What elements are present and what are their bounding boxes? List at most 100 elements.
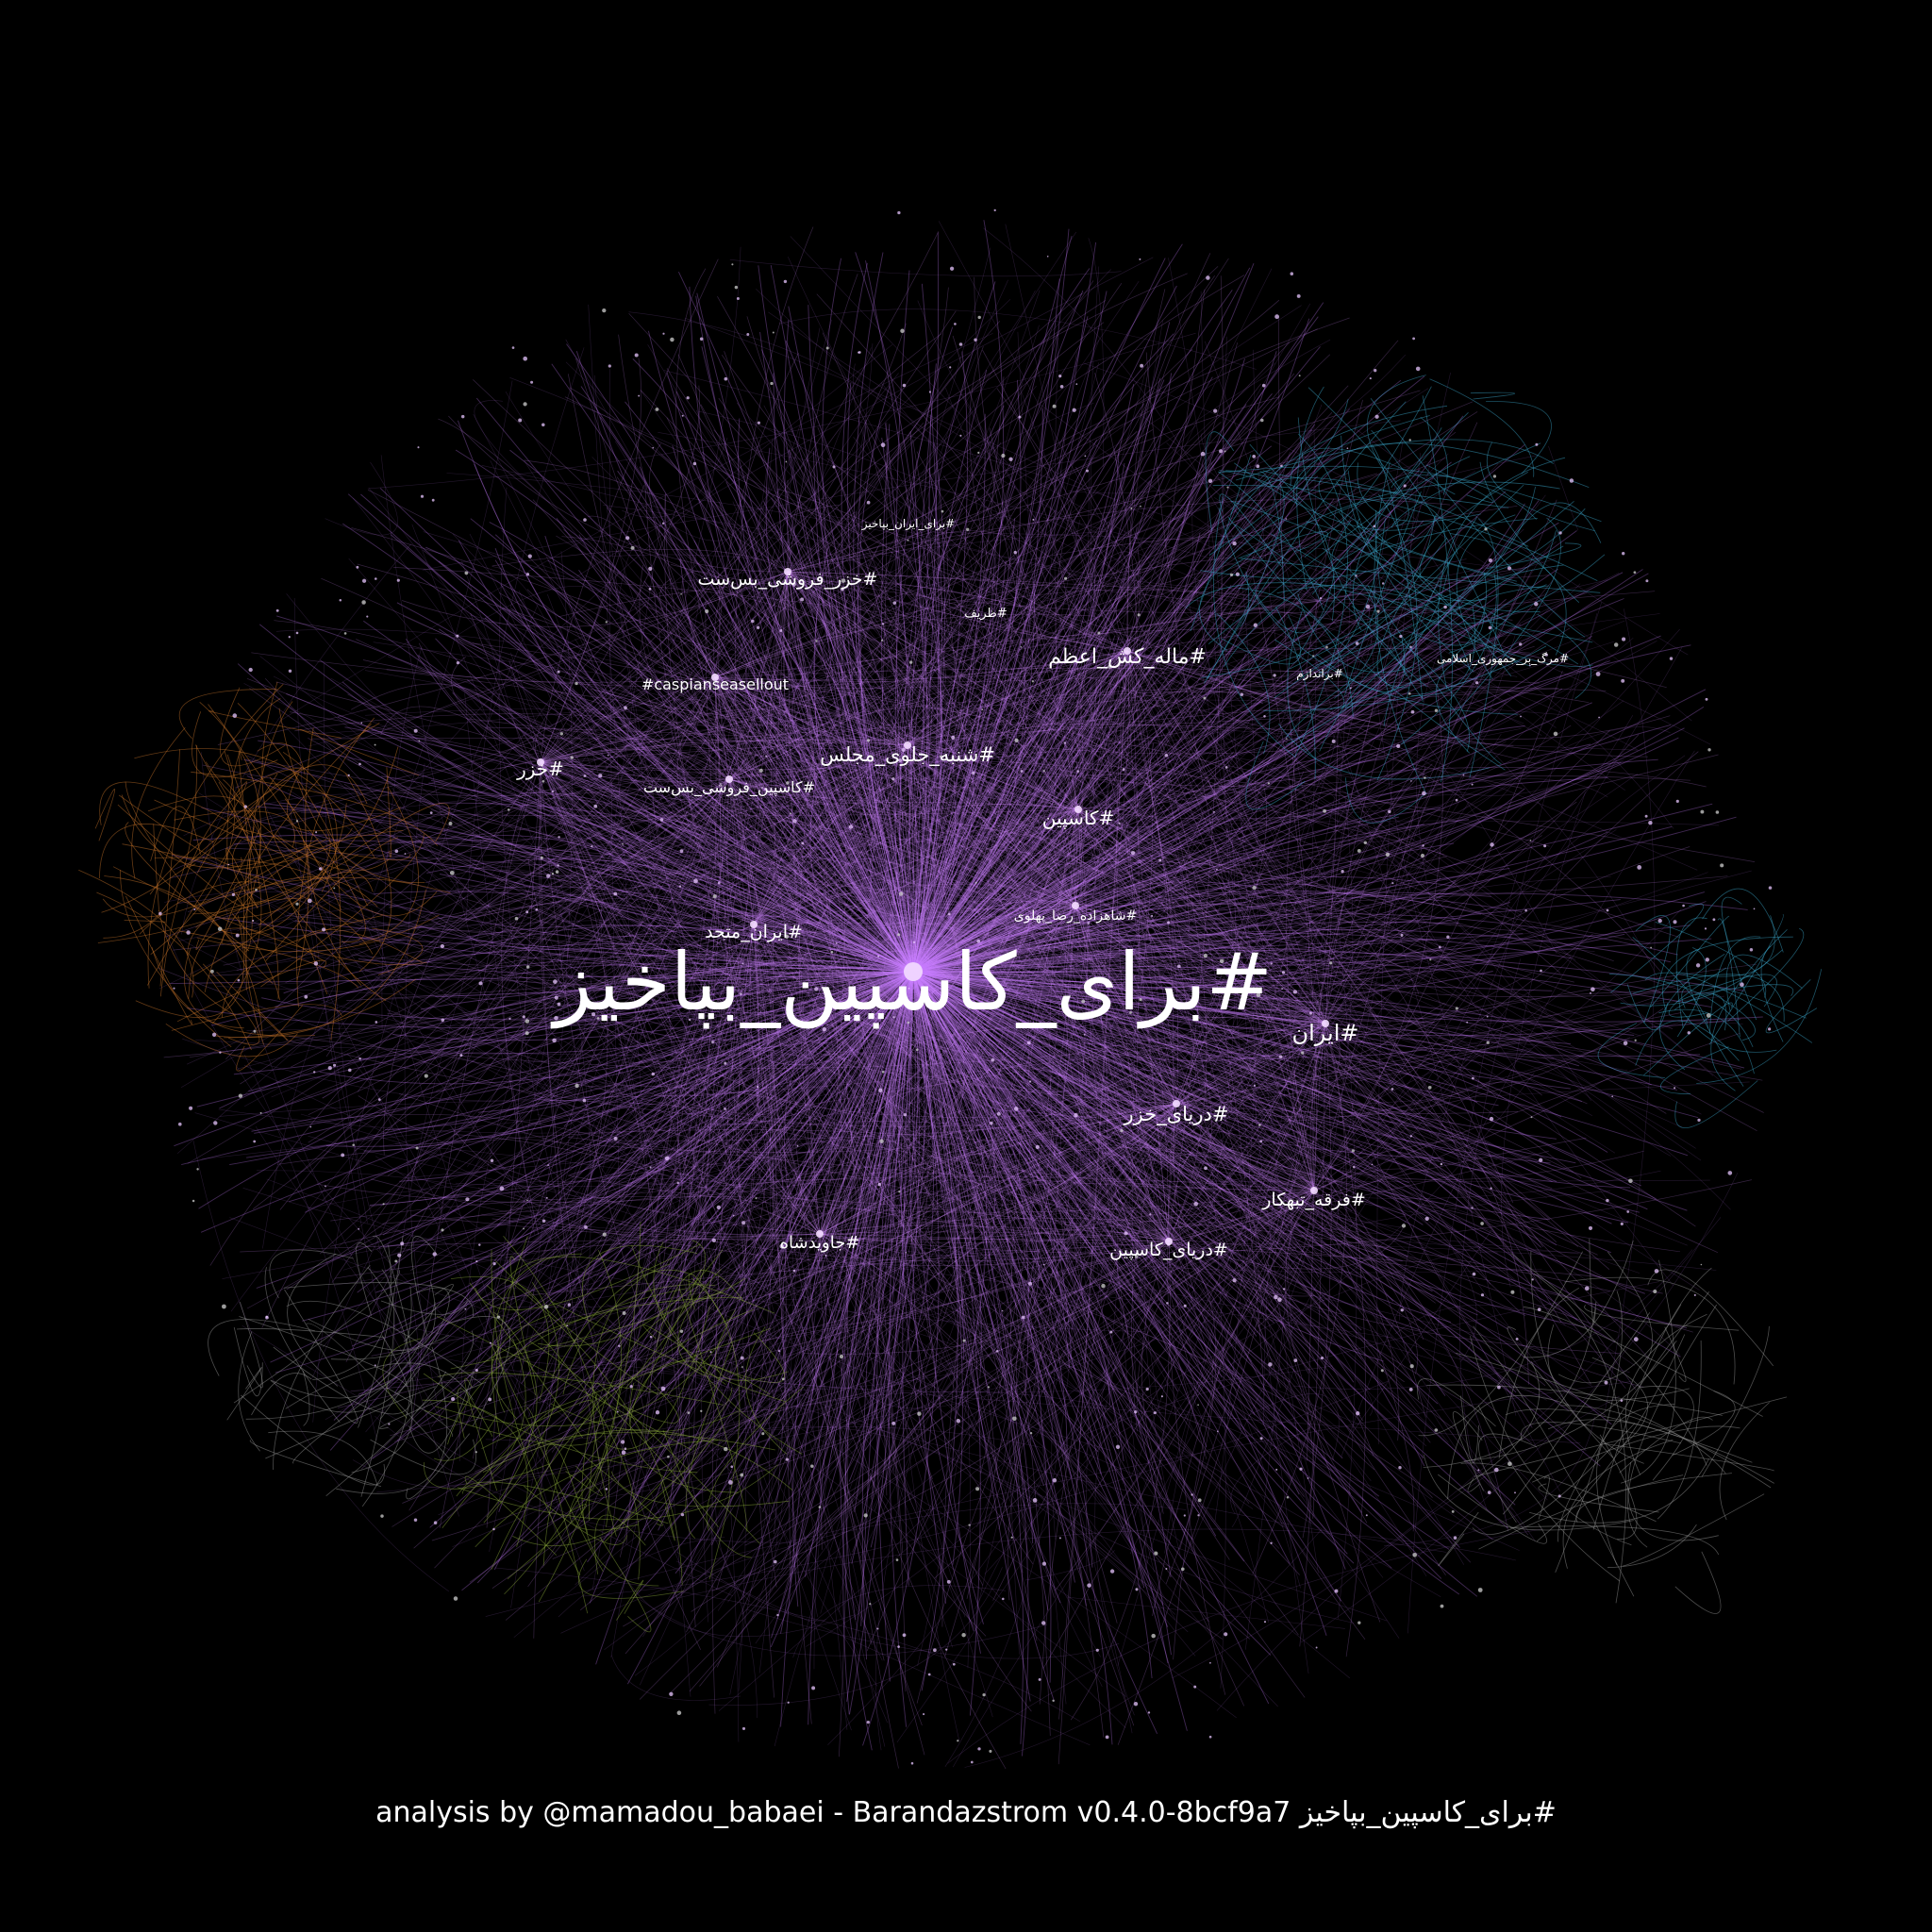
- graph-edge: [897, 971, 934, 1163]
- graph-node: [1058, 374, 1062, 378]
- graph-edge: [563, 971, 914, 1127]
- graph-edge: [308, 737, 1170, 1242]
- graph-edge: [461, 1481, 669, 1524]
- graph-edge: [224, 978, 416, 1039]
- graph-edge: [912, 971, 1153, 1679]
- graph-node: [1122, 768, 1125, 772]
- graph-edge: [912, 568, 1558, 973]
- graph-edge: [912, 971, 1424, 1225]
- graph-edge: [753, 411, 1478, 925]
- graph-edge: [746, 316, 1076, 907]
- graph-edge: [424, 568, 951, 958]
- graph-edge: [787, 390, 1421, 573]
- graph-node: [1633, 571, 1637, 575]
- graph-node: [1472, 1272, 1476, 1276]
- graph-edge: [1185, 582, 1488, 614]
- graph-edge: [912, 971, 958, 1691]
- graph-edge: [338, 280, 1140, 1247]
- graph-edge: [617, 1381, 679, 1424]
- graph-edge: [702, 573, 1620, 1137]
- graph-edge: [912, 745, 1398, 973]
- graph-node: [1477, 1588, 1483, 1592]
- graph-node: [946, 1579, 951, 1584]
- label-ferghe-tabahkar: #فرقه_تبهکار: [1261, 1190, 1366, 1210]
- graph-edge: [781, 590, 914, 973]
- graph-edge: [466, 744, 908, 1485]
- graph-edge: [627, 971, 914, 1685]
- graph-node: [1001, 1309, 1004, 1312]
- graph-edge: [658, 971, 914, 1394]
- graph-node: [440, 943, 445, 949]
- graph-edge: [912, 971, 1439, 1405]
- graph-edge: [788, 971, 914, 1485]
- graph-edge: [757, 744, 908, 1108]
- graph-edge: [912, 682, 1102, 973]
- graph-edge: [757, 971, 914, 1101]
- graph-edge: [714, 633, 1368, 681]
- graph-edge: [1245, 1030, 1370, 1089]
- graph-edge: [341, 681, 914, 973]
- graph-edge: [948, 709, 1239, 1459]
- graph-edge: [851, 971, 916, 1564]
- graph-node: [841, 578, 846, 583]
- graph-edge: [297, 650, 1128, 851]
- graph-edge: [491, 1314, 549, 1420]
- graph-edge: [797, 650, 1128, 1101]
- graph-edge: [598, 971, 914, 1278]
- graph-edge: [498, 487, 596, 1336]
- graph-edge: [787, 310, 957, 573]
- graph-edge: [476, 971, 914, 1584]
- graph-edge: [94, 789, 116, 841]
- graph-edge: [691, 661, 1401, 982]
- graph-edge: [706, 1386, 804, 1531]
- graph-edge: [1371, 429, 1505, 654]
- graph-edge: [264, 677, 821, 1235]
- graph-edge: [233, 971, 914, 1075]
- graph-edge: [527, 423, 882, 1418]
- graph-edge: [1486, 401, 1552, 475]
- graph-edge: [428, 650, 1128, 945]
- graph-edge: [788, 924, 1580, 1152]
- graph-edge: [1074, 289, 1206, 907]
- graph-edge: [593, 625, 914, 973]
- graph-edge: [330, 1334, 449, 1360]
- graph-edge: [125, 781, 274, 985]
- graph-edge: [1657, 1340, 1702, 1520]
- graph-edge: [1190, 454, 1252, 632]
- graph-node: [989, 1749, 992, 1753]
- graph-edge: [859, 708, 1256, 1558]
- graph-edge: [1175, 1103, 1644, 1180]
- graph-node: [1278, 1055, 1283, 1059]
- graph-edge: [678, 1287, 748, 1532]
- graph-edge: [486, 761, 541, 1528]
- graph-node: [622, 1311, 626, 1315]
- graph-edge: [787, 571, 1491, 1285]
- graph-edge: [1051, 757, 1191, 1541]
- graph-edge: [753, 696, 937, 925]
- graph-edge: [912, 500, 1191, 973]
- graph-edge: [653, 530, 1108, 587]
- graph-edge: [99, 824, 214, 879]
- graph-edge: [529, 447, 802, 847]
- graph-edge: [853, 252, 914, 973]
- graph-edge: [481, 1145, 1363, 1236]
- graph-node: [907, 539, 909, 541]
- graph-edge: [727, 924, 759, 1390]
- graph-edge: [912, 467, 942, 973]
- graph-node: [858, 351, 861, 354]
- graph-edge: [501, 385, 1037, 974]
- graph-node: [1203, 696, 1207, 700]
- graph-edge: [540, 317, 1350, 763]
- graph-edge: [273, 1346, 414, 1415]
- graph-edge: [917, 300, 1290, 825]
- graph-edge: [171, 1004, 342, 1031]
- graph-edge: [689, 971, 914, 1211]
- graph-edge: [1520, 1422, 1681, 1444]
- graph-edge: [675, 268, 716, 678]
- graph-edge: [714, 676, 1218, 891]
- graph-edge: [410, 778, 730, 1182]
- graph-edge: [912, 902, 1248, 973]
- graph-edge: [786, 571, 921, 881]
- graph-edge: [558, 971, 914, 1431]
- graph-edge: [226, 754, 279, 999]
